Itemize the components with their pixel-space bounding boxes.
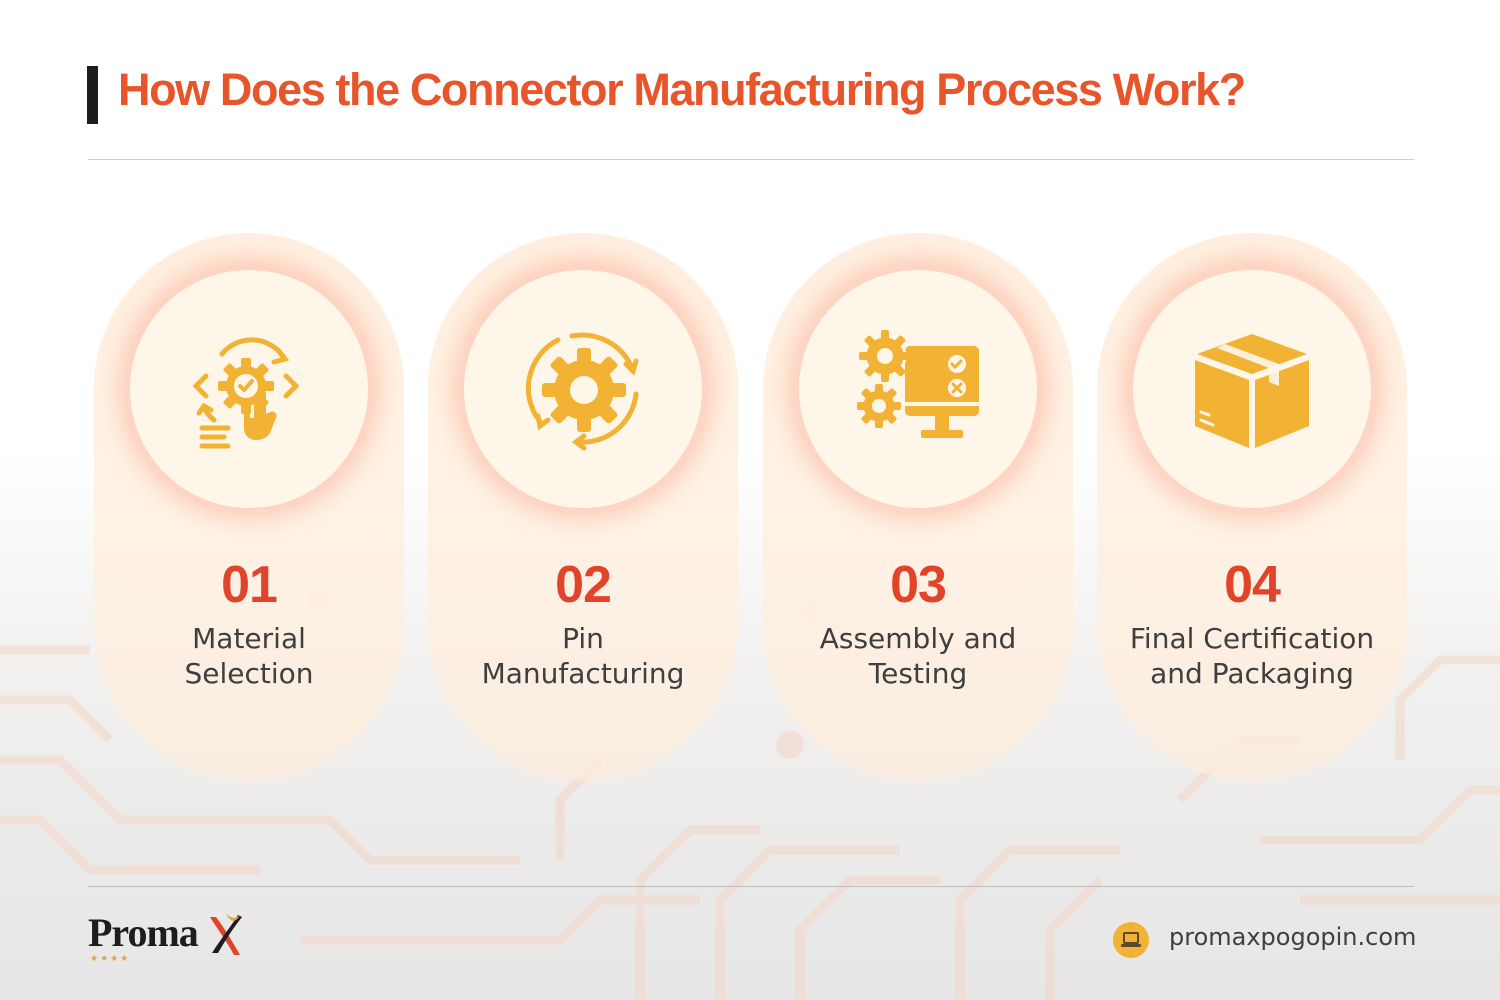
step-label-line: and Packaging (1150, 657, 1354, 690)
package-box-icon (1195, 334, 1309, 448)
step-label-line: Assembly and (819, 622, 1017, 655)
step-label-line: Manufacturing (481, 657, 685, 690)
step-number: 02 (555, 556, 612, 614)
step-card-2: 02 Pin Manufacturing (428, 233, 738, 781)
page-title: How Does the Connector Manufacturing Pro… (118, 64, 1246, 115)
laptop-icon (1113, 922, 1149, 958)
step-number: 01 (221, 556, 278, 614)
gear-cycle-icon (525, 332, 639, 451)
step-1-icon-circle (130, 270, 368, 508)
step-4-icon-circle (1133, 270, 1371, 508)
step-label: Pin Manufacturing (428, 621, 738, 691)
step-card-1: 01 Material Selection (94, 233, 404, 781)
gear-hand-select-icon (192, 337, 300, 449)
logo-wordmark: Proma (88, 910, 199, 955)
header-divider (88, 159, 1414, 160)
step-label-line: Testing (868, 657, 968, 690)
footer-divider (88, 886, 1414, 887)
step-label-line: Pin (562, 622, 604, 655)
step-number: 04 (1224, 556, 1281, 614)
website-link[interactable]: promaxpogopin.com (1169, 923, 1417, 951)
logo-stars-icon: ★★★★ (90, 953, 131, 963)
step-2-icon-circle (464, 270, 702, 508)
step-label: Assembly and Testing (763, 621, 1073, 691)
gears-monitor-check-icon (857, 330, 979, 438)
logo-x-mark-icon (210, 913, 242, 955)
step-label: Material Selection (94, 621, 404, 691)
step-label-line: Material (192, 622, 306, 655)
step-label-line: Selection (184, 657, 314, 690)
promax-logo: Proma ★★★★ (88, 905, 242, 967)
step-card-4: 04 Final Certification and Packaging (1097, 233, 1407, 781)
step-card-3: 03 Assembly and Testing (763, 233, 1073, 781)
step-label-line: Final Certification (1129, 622, 1375, 655)
step-label: Final Certification and Packaging (1097, 621, 1407, 691)
title-accent-bar (87, 66, 98, 124)
step-number: 03 (890, 556, 947, 614)
step-3-icon-circle (799, 270, 1037, 508)
